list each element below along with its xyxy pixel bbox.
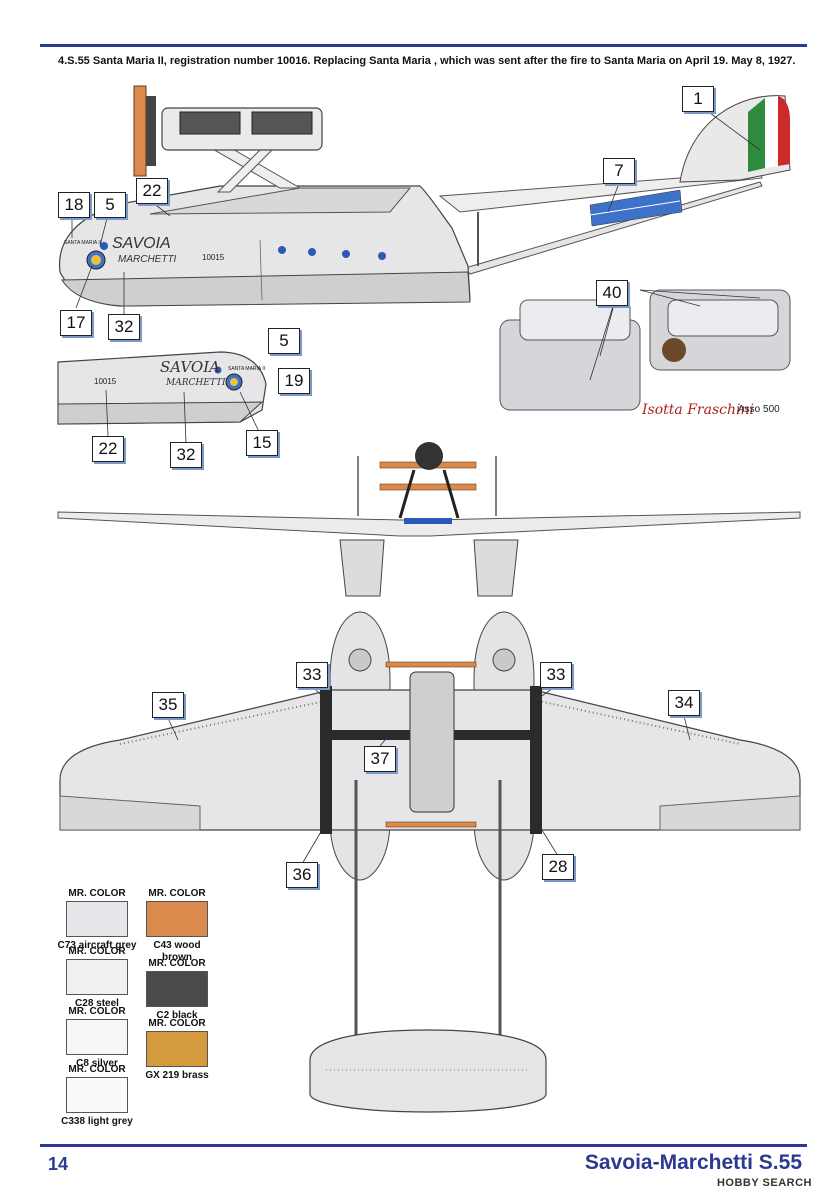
nose-brand-top: SAVOIA: [160, 358, 220, 376]
callout-22: 22: [136, 178, 168, 204]
swatch-header: MR. COLOR: [148, 888, 206, 899]
callout-1: 1: [682, 86, 714, 112]
swatch-c28: MR. COLOR C28 steel: [32, 946, 162, 1010]
callout-32b: 32: [170, 442, 202, 468]
front-view: [57, 442, 801, 597]
callout-35: 35: [152, 692, 184, 718]
plan-view: [59, 611, 801, 1113]
profile-caption: 4.S.55 Santa Maria II, registration numb…: [58, 55, 796, 67]
callout-17: 17: [60, 310, 92, 336]
swatch-name: C2 black: [156, 1010, 198, 1021]
nose-detail: SAVOIA MARCHETTI 10015 SANTA MARIA II: [57, 351, 267, 445]
page-title: Savoia-Marchetti S.55: [584, 1151, 802, 1174]
hull-brand-top: SAVOIA: [112, 235, 171, 252]
swatch-box: [66, 1019, 128, 1055]
callout-33-left: 33: [296, 662, 328, 688]
callout-22b: 22: [92, 436, 124, 462]
swatch-box: [66, 901, 128, 937]
callout-36: 36: [286, 862, 318, 888]
swatch-c338: MR. COLOR C338 light grey: [32, 1064, 162, 1128]
swatch-header: MR. COLOR: [148, 958, 206, 969]
swatch-name: C28 steel: [75, 998, 119, 1009]
swatch-name: C73 aircraft grey: [57, 940, 137, 951]
callout-7: 7: [603, 158, 635, 184]
swatch-c73: MR. COLOR C73 aircraft grey: [32, 888, 162, 952]
hull-brand-bottom: MARCHETTI: [118, 254, 177, 265]
callout-28: 28: [542, 854, 574, 880]
swatch-c43: MR. COLOR C43 wood brown: [112, 888, 242, 964]
callout-32: 32: [108, 314, 140, 340]
swatch-header: MR. COLOR: [68, 946, 126, 957]
swatch-box: [66, 959, 128, 995]
callout-40: 40: [596, 280, 628, 306]
footer-rule: [40, 1144, 807, 1147]
swatch-header: MR. COLOR: [68, 888, 126, 899]
side-profile: SAVOIA MARCHETTI 10015 SANTA MARIA II: [58, 85, 791, 314]
page-number: 14: [48, 1154, 69, 1174]
header-rule: [40, 44, 807, 47]
hull-name: SANTA MARIA II: [64, 240, 101, 246]
swatch-c2: MR. COLOR C2 black: [112, 958, 242, 1022]
callout-33-right: 33: [540, 662, 572, 688]
callout-19: 19: [278, 368, 310, 394]
nose-brand-bottom: MARCHETTI: [165, 378, 226, 388]
swatch-name: C8 silver: [76, 1058, 118, 1069]
callout-5b: 5: [268, 328, 300, 354]
swatch-name: C43 wood brown: [153, 940, 201, 963]
engine-model: Asso 500: [738, 404, 780, 415]
swatch-name: C338 light grey: [61, 1116, 133, 1127]
swatch-gx219: MR. COLOR GX 219 brass: [112, 1018, 242, 1082]
callout-15: 15: [246, 430, 278, 456]
swatch-box: [146, 971, 208, 1007]
engine-brand: Isotta Fraschini: [642, 402, 754, 418]
hull-serial: 10015: [202, 253, 225, 262]
watermark: HOBBY SEARCH: [716, 1177, 812, 1189]
swatch-box: [146, 901, 208, 937]
engine-illustration: [499, 289, 791, 411]
callout-5: 5: [94, 192, 126, 218]
swatch-box: [146, 1031, 208, 1067]
swatch-header: MR. COLOR: [148, 1018, 206, 1029]
callout-34: 34: [668, 690, 700, 716]
callout-18: 18: [58, 192, 90, 218]
swatch-box: [66, 1077, 128, 1113]
swatch-c8: MR. COLOR C8 silver: [32, 1006, 162, 1070]
nose-serial: 10015: [94, 377, 117, 386]
callout-37: 37: [364, 746, 396, 772]
swatch-header: MR. COLOR: [68, 1006, 126, 1017]
nose-name: SANTA MARIA II: [228, 366, 265, 372]
swatch-name: GX 219 brass: [145, 1070, 209, 1081]
swatch-header: MR. COLOR: [68, 1064, 126, 1075]
